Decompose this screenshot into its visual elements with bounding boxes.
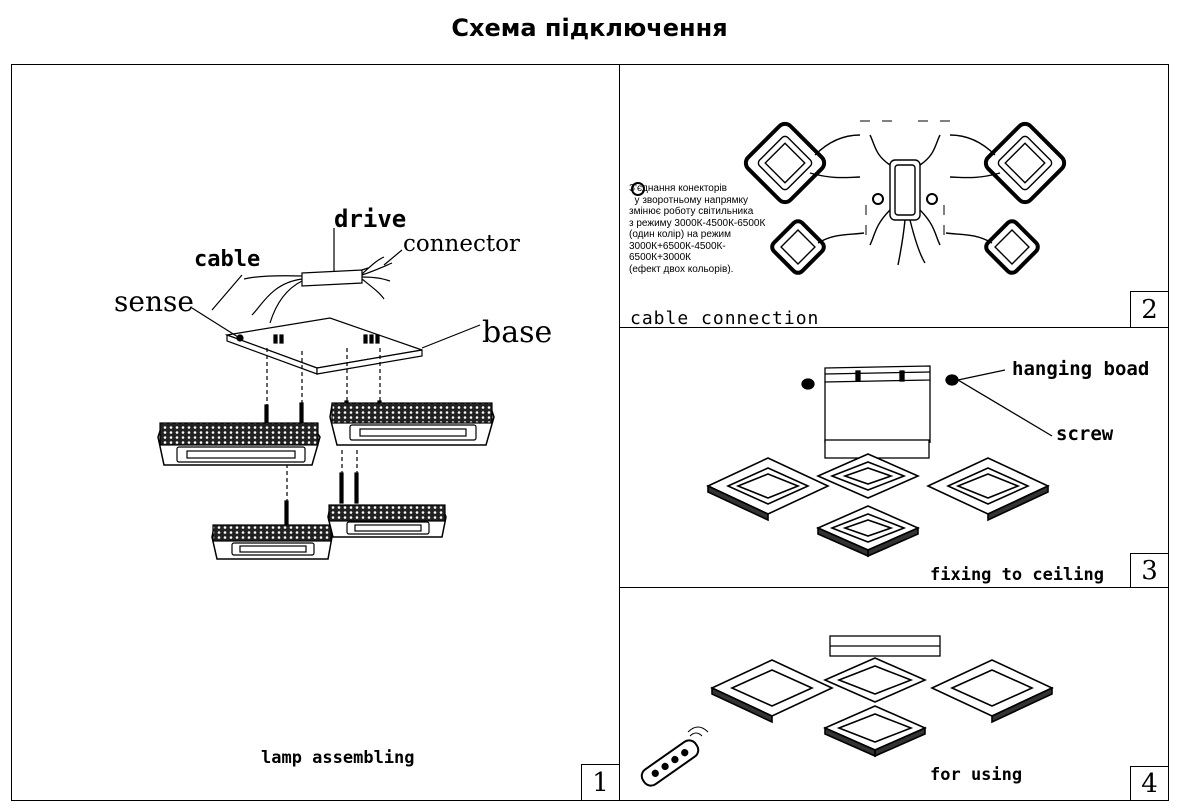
label-hanging-board: hanging boad <box>1012 358 1150 380</box>
panel-3-caption: fixing to ceiling <box>930 565 1104 585</box>
panel-2-number: 2 <box>1130 291 1168 327</box>
label-cable: cable <box>194 247 261 272</box>
lamp-module-2 <box>329 402 495 446</box>
label-screw: screw <box>1056 423 1114 445</box>
remote-control-icon <box>640 739 700 787</box>
panel-for-using: for using 4 <box>619 587 1169 801</box>
panel-2-caption: cable connection <box>630 308 820 328</box>
lamp-assembling-drawing <box>157 228 495 560</box>
connector-reverse-note: З'єднання конекторів у зворотньому напря… <box>629 183 766 275</box>
page-title: Схема підключення <box>451 14 728 42</box>
label-connector: connector <box>403 231 520 257</box>
for-using-drawing <box>640 635 1054 787</box>
panel-fixing-to-ceiling: hanging boad screw fixing to ceiling 3 <box>619 327 1169 588</box>
label-base: base <box>482 315 553 350</box>
panel-1-number: 1 <box>581 764 619 800</box>
panel-4-number: 4 <box>1130 766 1168 800</box>
panel-cable-connection: З'єднання конекторів у зворотньому напря… <box>619 64 1169 328</box>
cable-connection-drawing <box>631 120 1067 275</box>
label-sense: sense <box>114 285 194 318</box>
panel-3-number: 3 <box>1130 553 1168 587</box>
panel-1-caption: lamp assembling <box>261 748 415 768</box>
panel-lamp-assembling: drive connector cable sense base lamp as… <box>11 64 620 801</box>
lamp-module-4 <box>327 504 447 538</box>
lamp-module-1 <box>157 422 321 466</box>
lamp-module-3 <box>211 524 333 560</box>
fixing-to-ceiling-drawing <box>706 365 1053 558</box>
panel-4-caption: for using <box>930 765 1023 785</box>
label-drive: drive <box>334 205 407 233</box>
